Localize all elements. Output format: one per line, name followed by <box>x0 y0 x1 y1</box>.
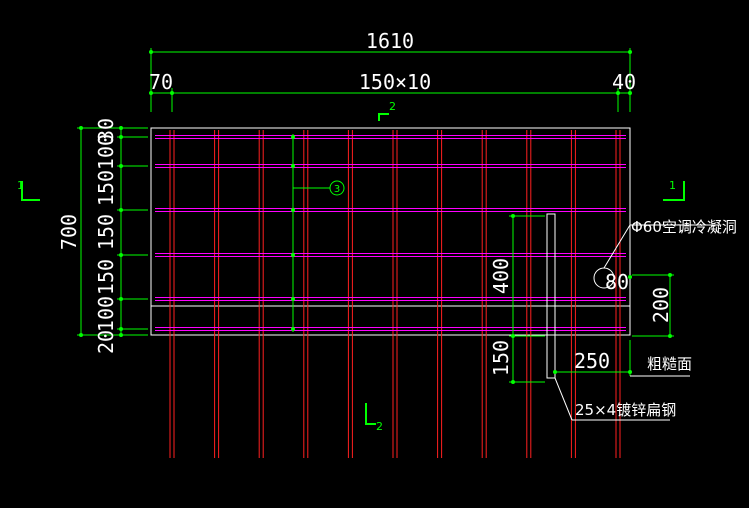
vertical-dim-20: 20 <box>94 330 118 354</box>
height-total-label: 700 <box>57 214 81 250</box>
top-dimension-lines <box>150 48 631 112</box>
section-left-number: 1 <box>17 179 24 192</box>
interior-dimension-line <box>292 134 330 332</box>
vertical-dim-100-bottom: 100 <box>94 296 118 332</box>
panel-outline <box>150 127 631 336</box>
condensate-hole <box>593 224 720 289</box>
dim-150-label: 150 <box>489 340 513 376</box>
right-end-label: 40 <box>612 70 636 94</box>
vertical-dim-100-top: 100 <box>94 134 118 170</box>
overall-width-label: 1610 <box>366 29 414 53</box>
vertical-dim-30: 30 <box>94 118 118 142</box>
dim-200-label: 200 <box>649 287 673 323</box>
right-dimension-ticks <box>511 214 672 384</box>
top-dimension-ticks <box>149 50 632 95</box>
section-mark-left: 1 <box>17 179 40 201</box>
interior-dimension-ticks <box>291 135 295 331</box>
steel-bar <box>546 213 556 379</box>
dim-400-label: 400 <box>489 258 513 294</box>
section-mark-top: 2 <box>378 100 396 121</box>
spacing-label: 150×10 <box>359 70 431 94</box>
rebar-mark: 3 <box>329 180 345 196</box>
section-top-number: 2 <box>389 100 396 113</box>
dim-250-label: 250 <box>574 349 610 373</box>
rough-surface-label: 粗糙面 <box>647 355 692 373</box>
vertical-dim-150-c: 150 <box>94 259 118 295</box>
section-mark-right: 1 <box>663 179 685 201</box>
rebar-mark-number: 3 <box>334 184 340 195</box>
left-end-label: 70 <box>149 70 173 94</box>
steel-label: 25×4镀锌扁钢 <box>575 401 676 419</box>
section-bottom-number: 2 <box>376 420 383 433</box>
dim-80-label: 80 <box>605 270 629 294</box>
steel-leader <box>554 377 670 421</box>
section-mark-bottom: 2 <box>365 403 383 433</box>
left-dimension-ticks <box>79 126 123 337</box>
vertical-dim-150-b: 150 <box>94 214 118 250</box>
vertical-rebars <box>169 130 621 458</box>
vertical-dim-150-a: 150 <box>94 170 118 206</box>
hole-label: Φ60空调冷凝洞 <box>631 218 737 236</box>
section-right-number: 1 <box>669 179 676 192</box>
horizontal-rebars <box>155 135 626 331</box>
